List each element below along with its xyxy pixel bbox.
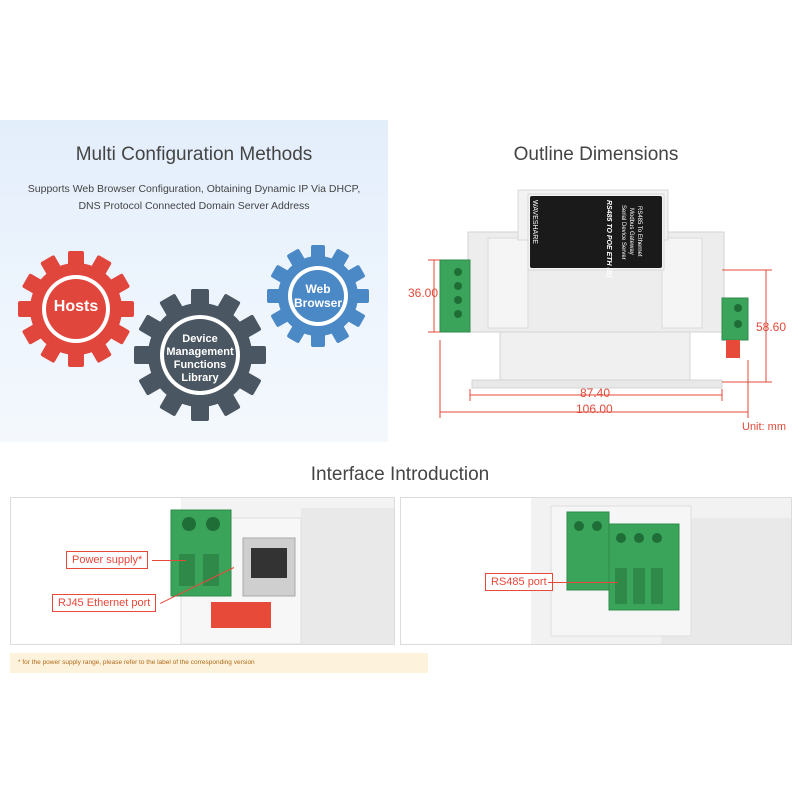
multi-config-title: Multi Configuration Methods <box>75 144 313 165</box>
web-browser-gear-icon <box>248 226 388 366</box>
callout-rj45: RJ45 Ethernet port <box>52 594 157 612</box>
outline-drawing <box>428 189 772 418</box>
gears-illustration <box>0 226 388 440</box>
device-model: RS485 TO POE ETH (B) <box>605 200 612 278</box>
device-brand: WAVESHARE <box>531 200 538 244</box>
device-line2: Modbus Gateway <box>628 208 634 255</box>
interface-title: Interface Introduction <box>310 464 490 485</box>
dim-width-total: 106.00 <box>576 402 613 416</box>
callout-rs485: RS485 port <box>485 573 553 591</box>
dim-width-body: 87.40 <box>580 386 611 400</box>
dim-unit: Unit: mm <box>742 421 786 433</box>
dim-height-total: 58.60 <box>756 320 787 334</box>
multi-config-desc-line1: Supports Web Browser Configuration, Obta… <box>27 183 361 195</box>
callout-line-rs485 <box>548 582 618 583</box>
multi-config-desc-line2: DNS Protocol Connected Domain Server Add… <box>78 200 310 212</box>
device-line1: Serial Device Server <box>620 205 626 260</box>
callout-line-power <box>152 560 186 561</box>
device-line3: RS485 To Ethernet <box>636 206 642 257</box>
gear-label-device-management: Device Management Functions Library <box>166 333 234 384</box>
outline-title: Outline Dimensions <box>513 144 679 165</box>
power-supply-note-text: * for the power supply range, please ref… <box>18 659 255 666</box>
gear-label-web-browser: Web Browser <box>293 282 343 310</box>
device-management-gear-icon <box>109 264 291 440</box>
dim-height-terminal: 36.00 <box>408 286 439 300</box>
callout-power-supply: Power supply* <box>66 551 149 569</box>
power-supply-note: * for the power supply range, please ref… <box>10 653 428 673</box>
interface-photo-right <box>400 497 792 645</box>
hosts-gear-icon <box>0 229 156 389</box>
interface-photo-left <box>10 497 395 645</box>
device-label <box>530 196 662 268</box>
gear-label-hosts: Hosts <box>53 298 99 315</box>
